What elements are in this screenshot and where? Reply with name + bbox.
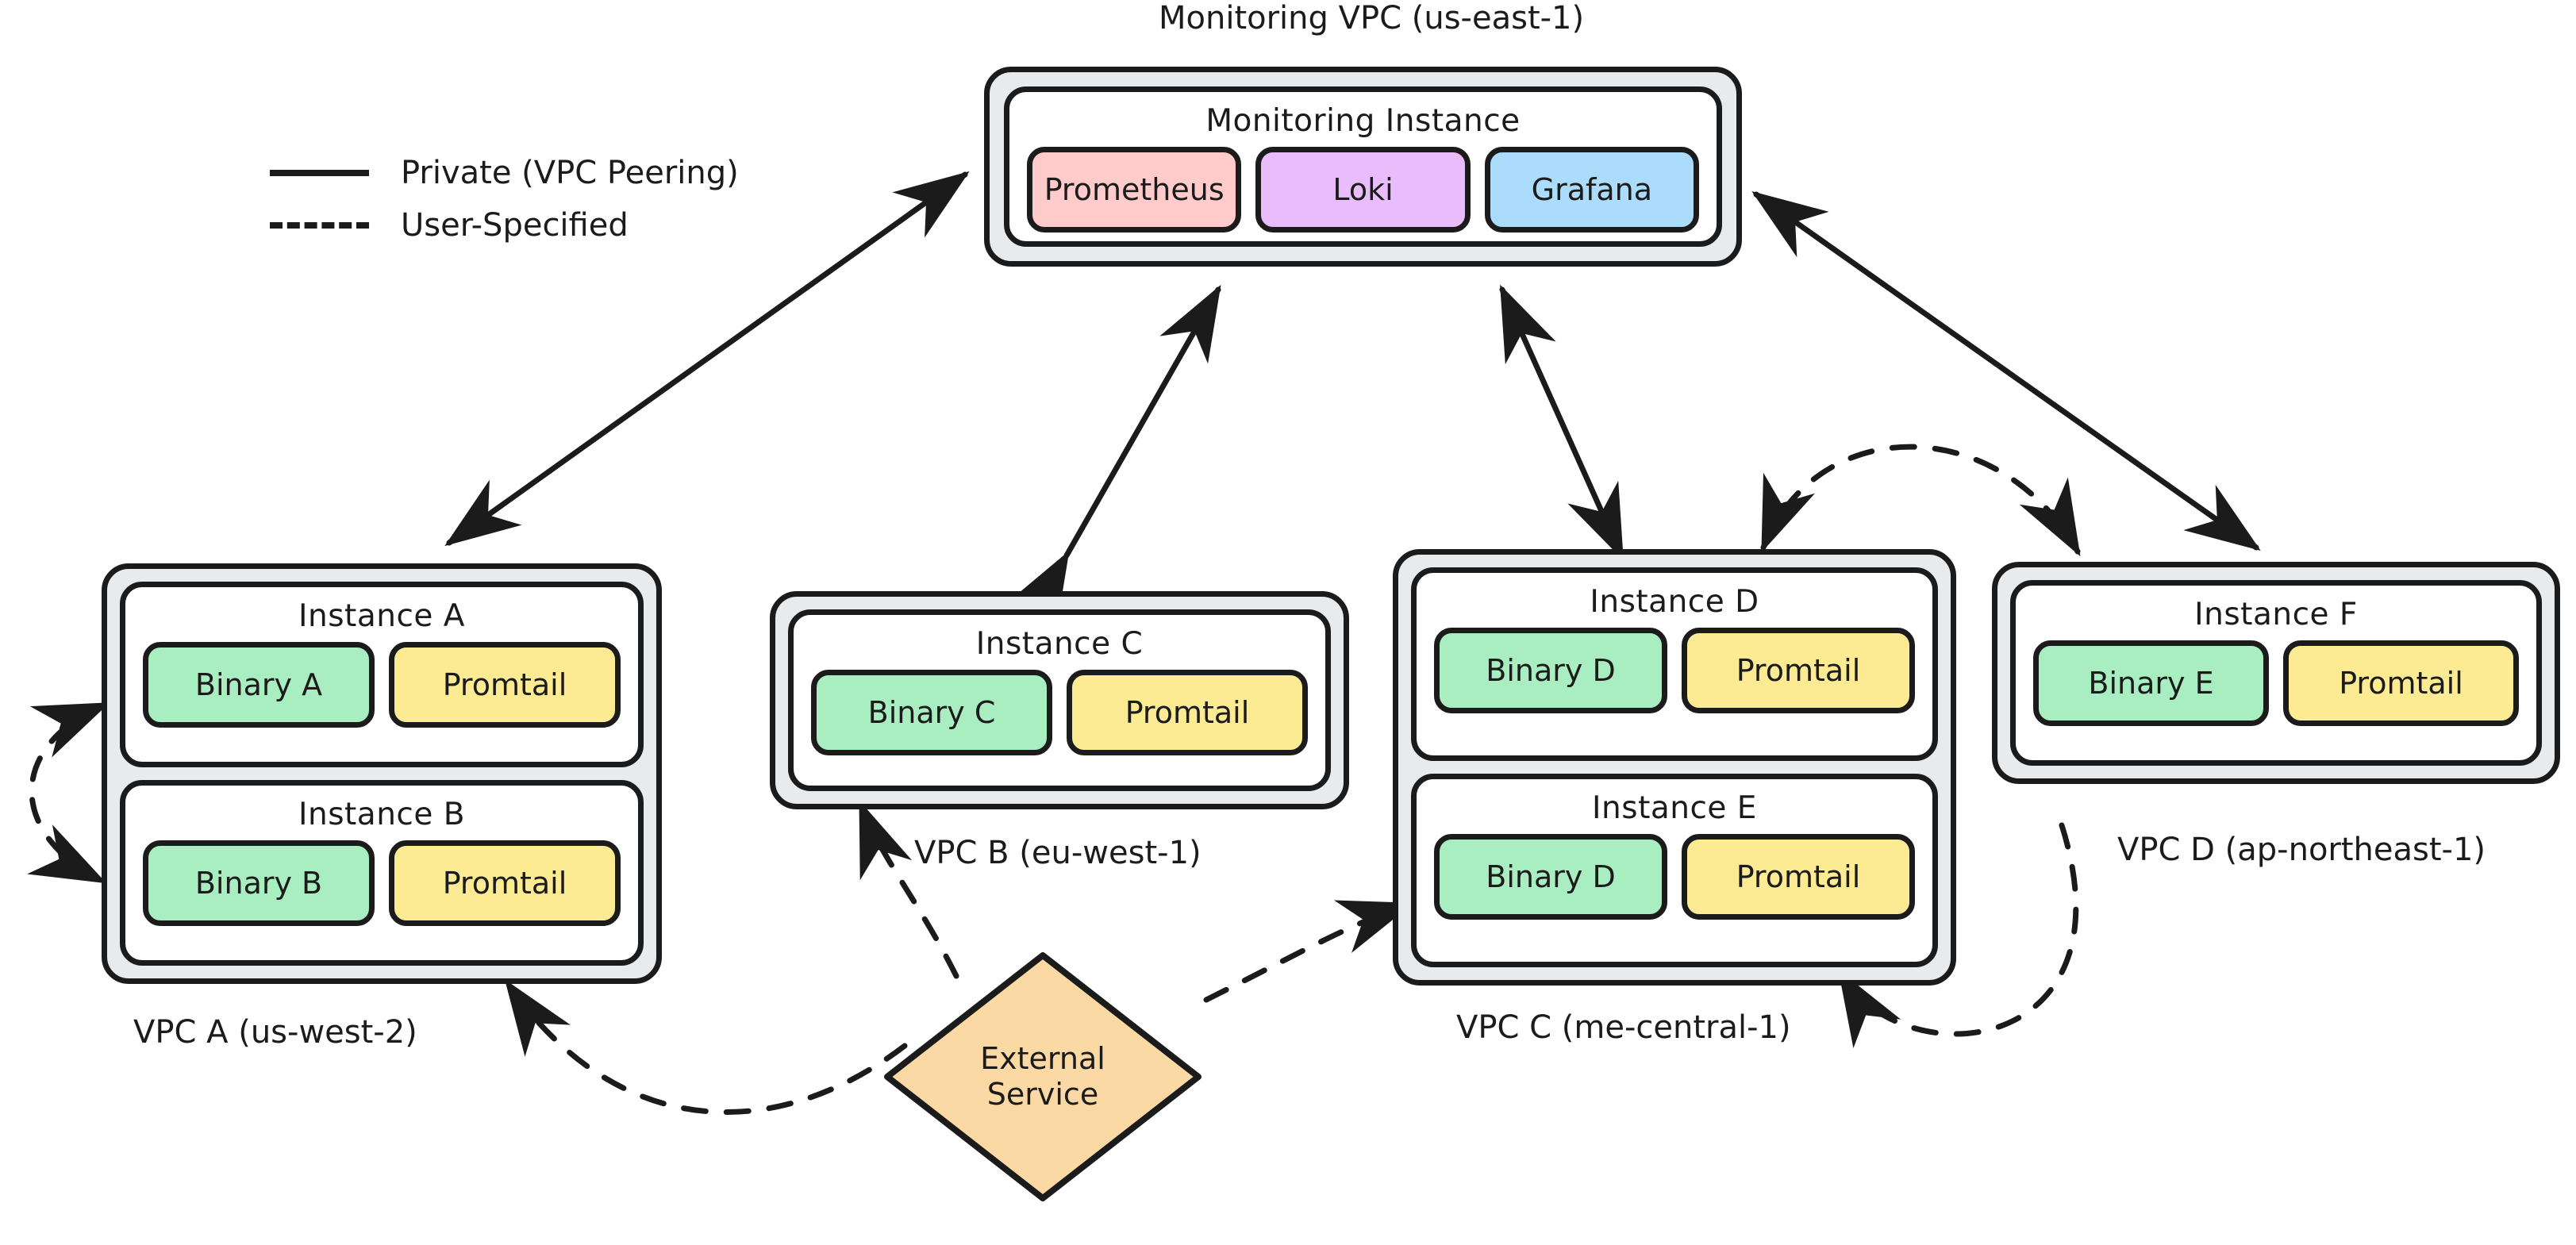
component-promtail-f[interactable]: Promtail xyxy=(2283,640,2519,726)
instance-d[interactable]: Instance D Binary D Promtail xyxy=(1411,567,1938,761)
instance-e-component-row: Binary D Promtail xyxy=(1417,834,1932,920)
legend: Private (VPC Peering) User-Specified xyxy=(270,147,739,252)
instance-e[interactable]: Instance E Binary D Promtail xyxy=(1411,774,1938,967)
component-grafana[interactable]: Grafana xyxy=(1484,147,1699,232)
vpc-a-container[interactable]: Instance A Binary A Promtail Instance B … xyxy=(102,563,662,984)
vpc-d-container[interactable]: Instance F Binary E Promtail xyxy=(1992,562,2560,784)
component-binary-e-box[interactable]: Binary D xyxy=(1434,834,1667,920)
instance-f-title: Instance F xyxy=(2194,597,2358,632)
monitoring-vpc-container[interactable]: Monitoring Instance Prometheus Loki Graf… xyxy=(984,67,1742,267)
component-promtail-b[interactable]: Promtail xyxy=(389,840,621,926)
instance-d-component-row: Binary D Promtail xyxy=(1417,628,1932,713)
component-prometheus[interactable]: Prometheus xyxy=(1027,147,1242,232)
vpc-a-caption: VPC A (us-west-2) xyxy=(133,1014,417,1051)
component-binary-e[interactable]: Binary E xyxy=(2033,640,2269,726)
monitoring-vpc-caption: Monitoring VPC (us-east-1) xyxy=(1159,0,1585,37)
instance-d-title: Instance D xyxy=(1590,584,1759,620)
vpc-b-container[interactable]: Instance C Binary C Promtail xyxy=(770,591,1349,809)
external-service-node[interactable]: External Service xyxy=(876,946,1209,1208)
instance-c-component-row: Binary C Promtail xyxy=(794,670,1325,755)
component-binary-d[interactable]: Binary D xyxy=(1434,628,1667,713)
component-promtail-e[interactable]: Promtail xyxy=(1682,834,1915,920)
instance-a-title: Instance A xyxy=(298,598,465,634)
legend-item-user-specified: User-Specified xyxy=(270,199,739,252)
edge-external-vpca xyxy=(504,979,908,1115)
component-binary-c[interactable]: Binary C xyxy=(811,670,1052,755)
edge-vpcb-monitoring xyxy=(1008,284,1221,630)
external-service-shape xyxy=(884,952,1201,1201)
legend-item-private: Private (VPC Peering) xyxy=(270,147,739,199)
vpc-c-container[interactable]: Instance D Binary D Promtail Instance E … xyxy=(1393,549,1956,986)
component-promtail-a[interactable]: Promtail xyxy=(389,642,621,728)
component-binary-b[interactable]: Binary B xyxy=(143,840,375,926)
monitoring-instance[interactable]: Monitoring Instance Prometheus Loki Graf… xyxy=(1004,86,1722,247)
monitoring-component-row: Prometheus Loki Grafana xyxy=(1009,147,1717,232)
vpc-c-caption: VPC C (me-central-1) xyxy=(1456,1009,1791,1046)
instance-f-component-row: Binary E Promtail xyxy=(2016,640,2536,726)
dashed-line-icon xyxy=(270,222,369,229)
instance-e-title: Instance E xyxy=(1592,790,1757,826)
component-loki[interactable]: Loki xyxy=(1255,147,1471,232)
solid-line-icon xyxy=(270,170,369,176)
instance-c[interactable]: Instance C Binary C Promtail xyxy=(788,609,1331,791)
legend-label-user-specified: User-Specified xyxy=(401,207,629,244)
component-promtail-d[interactable]: Promtail xyxy=(1682,628,1915,713)
instance-b[interactable]: Instance B Binary B Promtail xyxy=(120,780,644,966)
instance-b-title: Instance B xyxy=(298,797,466,832)
vpc-b-caption: VPC B (eu-west-1) xyxy=(914,835,1201,871)
edge-instancea-instanceb xyxy=(27,701,110,884)
instance-c-title: Instance C xyxy=(975,626,1144,662)
component-binary-a[interactable]: Binary A xyxy=(143,642,375,728)
instance-b-component-row: Binary B Promtail xyxy=(125,840,638,926)
instance-a[interactable]: Instance A Binary A Promtail xyxy=(120,582,644,767)
edge-monitoring-vpcd xyxy=(1751,190,2261,551)
monitoring-instance-title: Monitoring Instance xyxy=(1205,103,1521,139)
edge-vpcc-vpcd-top xyxy=(1760,444,2081,557)
edge-monitoring-vpcc xyxy=(1499,284,1624,561)
instance-a-component-row: Binary A Promtail xyxy=(125,642,638,728)
legend-label-private: Private (VPC Peering) xyxy=(401,155,739,191)
component-promtail-c[interactable]: Promtail xyxy=(1067,670,1308,755)
vpc-d-caption: VPC D (ap-northeast-1) xyxy=(2117,832,2486,868)
instance-f[interactable]: Instance F Binary E Promtail xyxy=(2010,580,2542,766)
edge-external-vpcc xyxy=(1203,900,1414,1003)
